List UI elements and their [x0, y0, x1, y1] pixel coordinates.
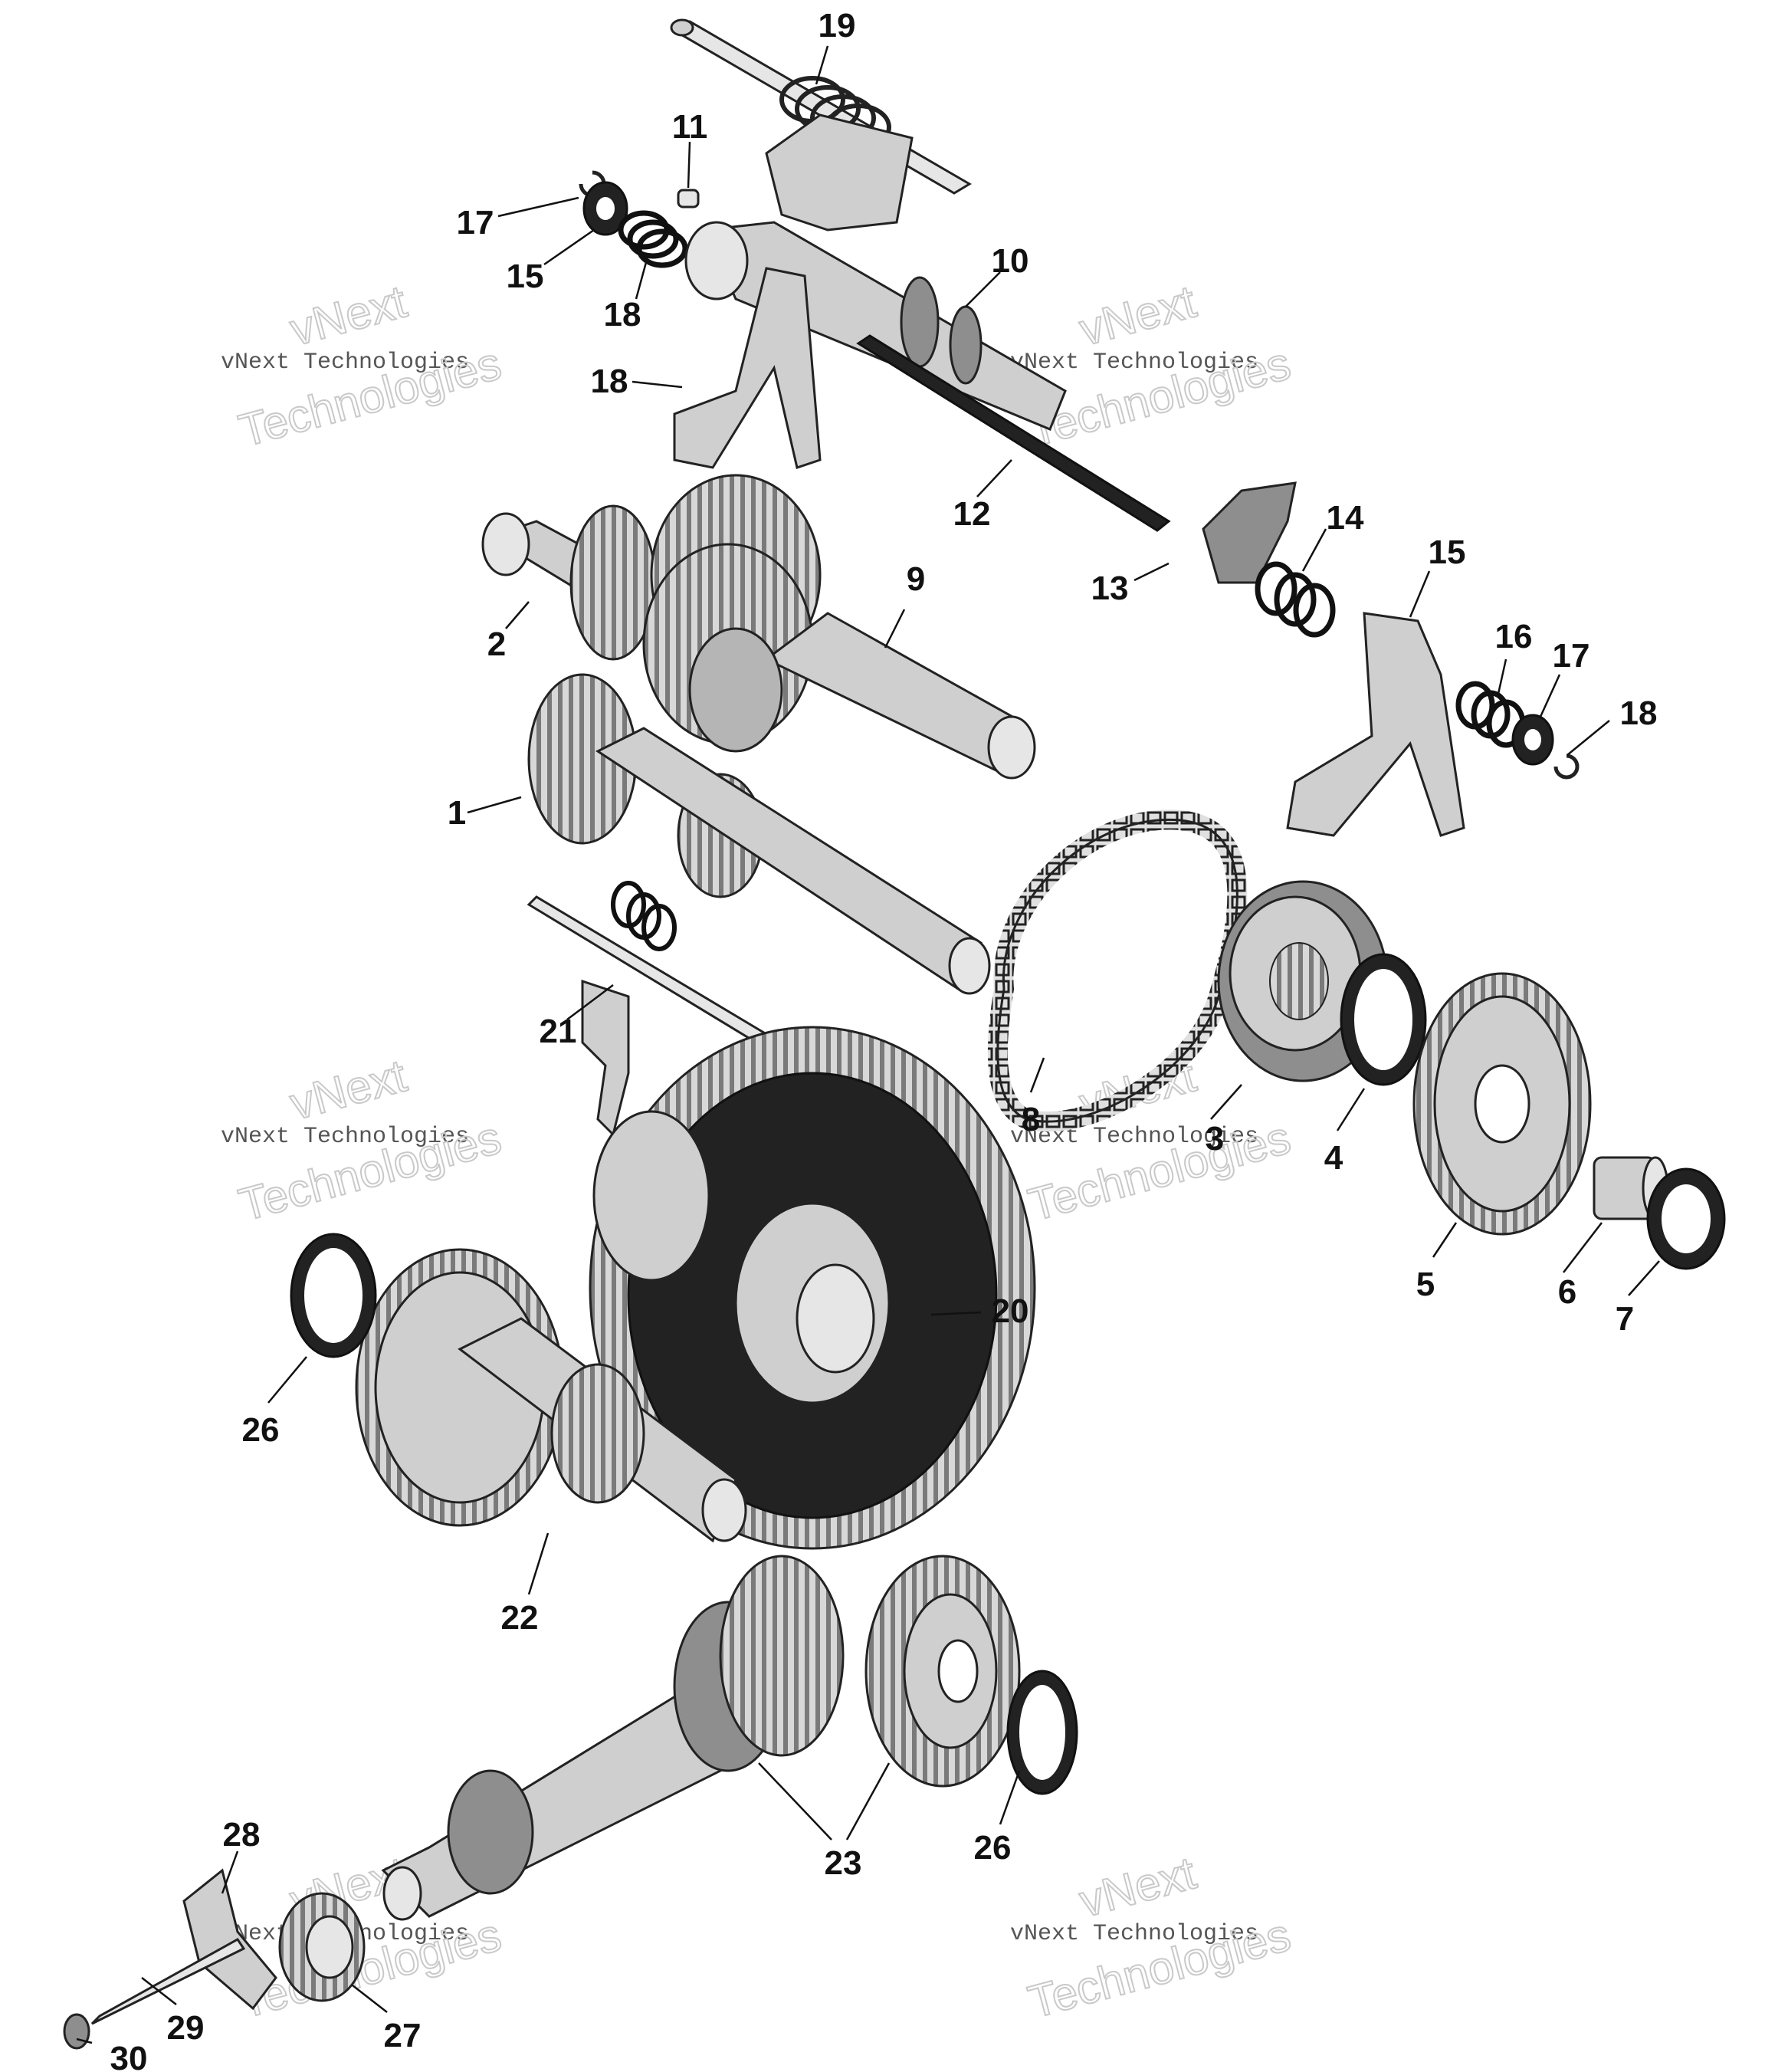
part-30-screw [63, 2013, 90, 2050]
part-27-sleeve [278, 1892, 366, 2002]
part-13-cam [1202, 481, 1297, 584]
watermark-6: vNext vNext Technologies Technologies [1010, 1846, 1297, 2028]
label-18b: 18 [1620, 694, 1658, 732]
label-7: 7 [1616, 1300, 1634, 1338]
label-24: 22 [501, 1599, 539, 1637]
label-5: 5 [1416, 1266, 1435, 1303]
label-11: 11 [672, 108, 708, 146]
part-labels: 19 11 17 15 18 10 18 12 13 14 15 16 17 1… [110, 7, 1658, 2072]
label-23: 21 [540, 1013, 577, 1050]
part-12-shift-rod [856, 334, 1171, 532]
part-25-bevel-shaft [381, 1555, 1021, 1921]
label-1: 1 [448, 794, 466, 832]
watermark-line2: vNext Technologies [221, 1124, 469, 1150]
part-18b-circlip [1553, 754, 1580, 780]
label-22: 20 [992, 1292, 1029, 1330]
part-1-shaft [527, 673, 991, 995]
parts-artwork [63, 18, 1726, 2050]
label-9: 9 [907, 560, 925, 598]
watermark-3: vNext vNext Technologies Technologies [221, 1049, 507, 1231]
watermark-line2: vNext Technologies [1010, 350, 1258, 376]
part-22-ring-gear [589, 1026, 1036, 1550]
watermark-1: vNext vNext Technologies Technologies [221, 274, 507, 457]
part-21-shift-shaft [670, 18, 972, 231]
label-3: 3 [1206, 1120, 1224, 1157]
label-20: 18 [604, 296, 641, 333]
label-17a: 15 [507, 258, 544, 295]
watermark-line1: vNext [1074, 1847, 1202, 1926]
watermark-line2: vNext Technologies [1010, 1921, 1258, 1947]
label-26b: 26 [974, 1829, 1012, 1867]
part-14-spring [1255, 561, 1336, 638]
label-28: 28 [223, 1816, 261, 1854]
label-18a: 17 [457, 204, 494, 241]
part-24-pinion-shaft [355, 1248, 747, 1543]
label-4: 4 [1324, 1139, 1343, 1177]
label-14: 14 [1327, 499, 1364, 537]
label-21: 19 [819, 7, 856, 44]
watermark-line1: vNext [285, 1049, 412, 1129]
label-30: 30 [110, 2040, 148, 2072]
watermark-2: vNext vNext Technologies Technologies [1010, 274, 1297, 457]
part-5-gear [1412, 972, 1592, 1236]
watermark-line2: vNext Technologies [221, 350, 469, 376]
label-15: 15 [1429, 534, 1466, 571]
leader-lines [76, 45, 1660, 2044]
label-26a: 26 [242, 1411, 280, 1449]
label-27: 27 [384, 2017, 422, 2054]
label-17b: 17 [1553, 637, 1590, 675]
label-8: 8 [1022, 1101, 1040, 1138]
part-20-spring [618, 210, 688, 268]
part-29-rod [90, 1938, 246, 2025]
watermark-line1: vNext [1074, 275, 1202, 355]
label-6: 6 [1558, 1273, 1576, 1311]
part-11-pin [677, 189, 700, 209]
part-19-shift-fork [673, 267, 822, 469]
label-16: 16 [1495, 618, 1533, 655]
label-10: 10 [992, 242, 1029, 280]
watermark-line1: vNext [285, 275, 412, 355]
label-2: 2 [487, 626, 506, 663]
label-12: 12 [953, 495, 991, 533]
part-9-shaft [642, 474, 1036, 780]
label-13: 13 [1091, 570, 1129, 607]
part-3-sprocket-hub [1217, 880, 1389, 1082]
part-15-shift-fork [1286, 612, 1465, 837]
label-29: 29 [167, 2009, 205, 2047]
label-19: 18 [591, 363, 628, 400]
label-25: 23 [825, 1844, 862, 1882]
part-23-fork-assembly [527, 881, 776, 1137]
